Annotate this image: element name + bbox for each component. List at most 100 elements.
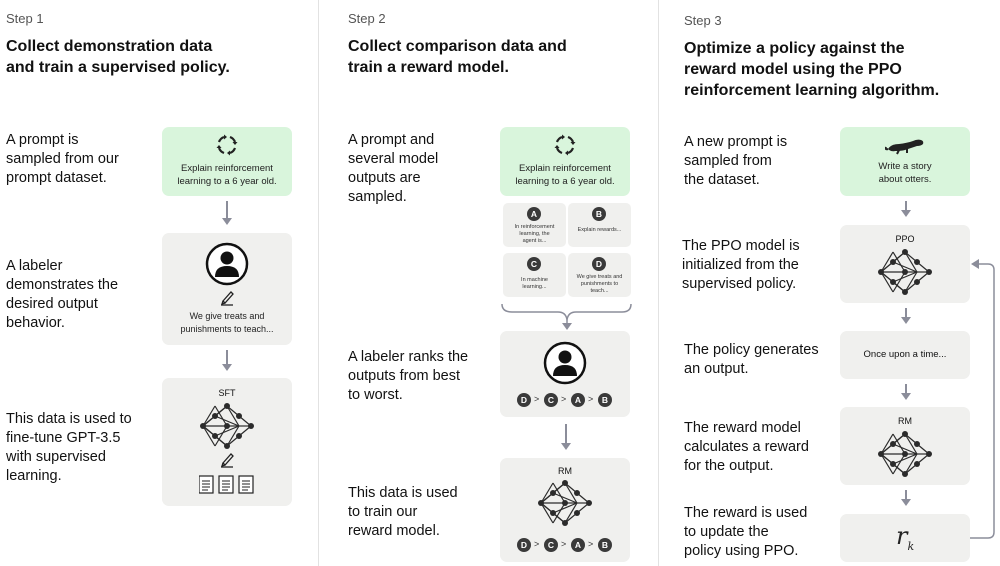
output-line: In reinforcement xyxy=(514,224,555,230)
step-3-reward-box: rk xyxy=(840,514,970,562)
desc-line: reward model. xyxy=(348,523,440,539)
desc-line: fine-tune GPT-3.5 xyxy=(6,430,121,446)
step-1-demo-box: We give treats and punishments to teach.… xyxy=(162,233,292,345)
desc-line: to update the xyxy=(684,524,769,540)
step-2-ranking-box: D > C > A > B xyxy=(500,331,630,417)
reward-r: r xyxy=(896,522,908,550)
desc-line: sampled from xyxy=(684,153,772,169)
arrow-line xyxy=(905,384,907,393)
rank-separator: > xyxy=(588,539,594,549)
step-2-rm-box: RM D > C > A > B xyxy=(500,458,630,562)
step-2-desc-rank: A labeler ranks the outputs from best to… xyxy=(348,348,468,405)
output-text: In reinforcement learning, the agent is.… xyxy=(503,224,566,245)
desc-line: This data is used to xyxy=(6,411,132,427)
desc-line: for the output. xyxy=(684,458,774,474)
prompt-text: Explain reinforcement learning to a 6 ye… xyxy=(500,162,630,188)
arrow-line xyxy=(565,424,567,443)
arrow-down-icon xyxy=(222,218,232,225)
output-letter-badge: C xyxy=(527,257,541,271)
desc-line: with supervised xyxy=(6,449,106,465)
output-line: Explain rewards... xyxy=(577,227,622,233)
column-divider-2 xyxy=(658,0,659,566)
output-card-c: C In machine learning... xyxy=(503,253,566,297)
desc-line: sampled from our xyxy=(6,151,119,167)
neural-network-icon xyxy=(537,480,593,526)
arrow-down-icon xyxy=(561,443,571,450)
rank-badge: B xyxy=(598,538,612,552)
step-3-title: Optimize a policy against the reward mod… xyxy=(684,38,994,101)
desc-line: The reward is used xyxy=(684,505,808,521)
desc-line: This data is used xyxy=(348,485,458,501)
person-icon xyxy=(543,341,587,385)
desc-line: The policy generates xyxy=(684,342,819,358)
rank-badge: D xyxy=(517,538,531,552)
column-divider-1 xyxy=(318,0,319,566)
desc-line: prompt dataset. xyxy=(6,170,107,186)
step-2-prompt-box: Explain reinforcement learning to a 6 ye… xyxy=(500,127,630,196)
pencil-icon xyxy=(220,291,234,306)
step-1-desc-prompt: A prompt is sampled from our prompt data… xyxy=(6,131,119,188)
step-1-sft-box: SFT xyxy=(162,378,292,506)
documents-icon xyxy=(199,475,254,494)
output-line: In machine xyxy=(521,277,548,283)
step-3-ppo-box: PPO xyxy=(840,225,970,303)
output-card-b: B Explain rewards... xyxy=(568,203,631,247)
title-line: reinforcement learning algorithm. xyxy=(684,82,940,99)
desc-line: sampled. xyxy=(348,189,407,205)
desc-line: learning. xyxy=(6,468,62,484)
desc-line: A prompt and xyxy=(348,132,435,148)
step-3-desc-reward: The reward model calculates a reward for… xyxy=(684,419,809,476)
step-3-rm-box: RM xyxy=(840,407,970,485)
rank-badge: A xyxy=(571,538,585,552)
arrow-down-icon xyxy=(901,210,911,217)
pencil-icon xyxy=(220,453,234,468)
arrow-down-icon xyxy=(901,317,911,324)
desc-line: desired output xyxy=(6,296,98,312)
desc-line: to worst. xyxy=(348,387,403,403)
neural-network-icon xyxy=(877,249,933,295)
output-line: teach... xyxy=(590,288,609,294)
rank-badge: C xyxy=(544,538,558,552)
arrow-down-icon xyxy=(901,393,911,400)
title-line: and train a supervised policy. xyxy=(6,59,230,76)
cycle-icon xyxy=(216,134,238,156)
output-text: In machine learning... xyxy=(503,277,566,291)
cycle-icon xyxy=(554,134,576,156)
step-1-label: Step 1 xyxy=(6,11,44,26)
reward-subscript: k xyxy=(907,539,915,553)
title-line: reward model using the PPO xyxy=(684,61,902,78)
demo-line: punishments to teach... xyxy=(180,324,274,334)
output-line: learning... xyxy=(522,284,547,290)
arrow-down-icon xyxy=(222,364,232,371)
desc-line: to train our xyxy=(348,504,418,520)
rank-badge: B xyxy=(598,393,612,407)
prompt-text: Explain reinforcement learning to a 6 ye… xyxy=(162,162,292,188)
prompt-text: Write a story about otters. xyxy=(840,160,970,186)
desc-line: behavior. xyxy=(6,315,65,331)
rank-separator: > xyxy=(561,539,567,549)
rank-separator: > xyxy=(561,394,567,404)
rm-label: RM xyxy=(558,466,572,476)
step-1-desc-finetune: This data is used to fine-tune GPT-3.5 w… xyxy=(6,410,132,486)
person-icon xyxy=(205,242,249,286)
rank-badge: A xyxy=(571,393,585,407)
reward-symbol: rk xyxy=(896,522,914,553)
rank-separator: > xyxy=(588,394,594,404)
step-3-desc-update: The reward is used to update the policy … xyxy=(684,504,807,561)
step-2-desc-sample: A prompt and several model outputs are s… xyxy=(348,131,438,207)
desc-line: outputs are xyxy=(348,170,421,186)
step-2-desc-train: This data is used to train our reward mo… xyxy=(348,484,458,541)
desc-line: calculates a reward xyxy=(684,439,809,455)
output-text: Explain rewards... xyxy=(568,227,631,234)
step-2-title: Collect comparison data and train a rewa… xyxy=(348,36,648,78)
desc-line: initialized from the xyxy=(682,257,799,273)
otter-icon xyxy=(885,139,924,155)
prompt-line: learning to a 6 year old. xyxy=(515,176,615,187)
prompt-line: Explain reinforcement xyxy=(181,163,273,174)
prompt-line: Explain reinforcement xyxy=(519,163,611,174)
neural-network-icon xyxy=(199,403,255,449)
output-letter-badge: D xyxy=(592,257,606,271)
step-1-prompt-box: Explain reinforcement learning to a 6 ye… xyxy=(162,127,292,196)
output-card-d: D We give treats and punishments to teac… xyxy=(568,253,631,297)
output-letter-badge: A xyxy=(527,207,541,221)
